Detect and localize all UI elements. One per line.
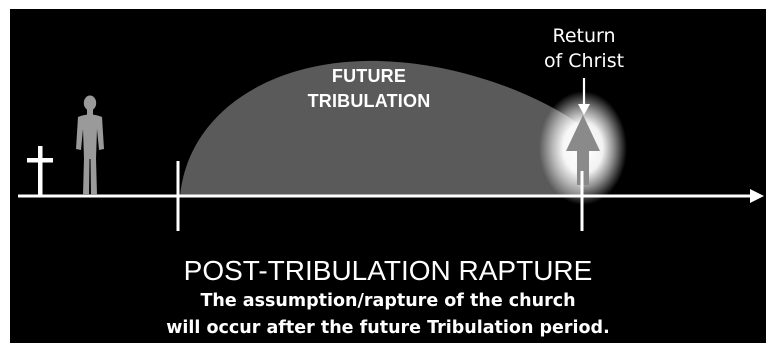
return-label-line1: Return [552,25,616,47]
diagram-frame: FUTURE TRIBULATION Return of Christ POST… [10,9,766,343]
tribulation-label: FUTURE TRIBULATION [299,64,439,114]
up-arrow-icon [566,115,600,185]
page-title: POST-TRIBULATION RAPTURE [183,255,593,286]
tribulation-label-line2: TRIBULATION [307,91,431,111]
person-icon [76,95,104,195]
return-of-christ-label: Return of Christ [524,24,644,74]
timeline-diagram [18,60,764,231]
down-arrow-icon [578,78,590,115]
tribulation-dome [180,60,582,197]
return-label-line2: of Christ [543,50,625,72]
description-line2: will occur after the future Tribulation … [166,318,610,338]
description-line1: The assumption/rapture of the church [200,291,576,311]
cross-icon [27,146,53,196]
timeline-arrowhead [750,189,764,203]
tribulation-label-line1: FUTURE [331,66,407,86]
